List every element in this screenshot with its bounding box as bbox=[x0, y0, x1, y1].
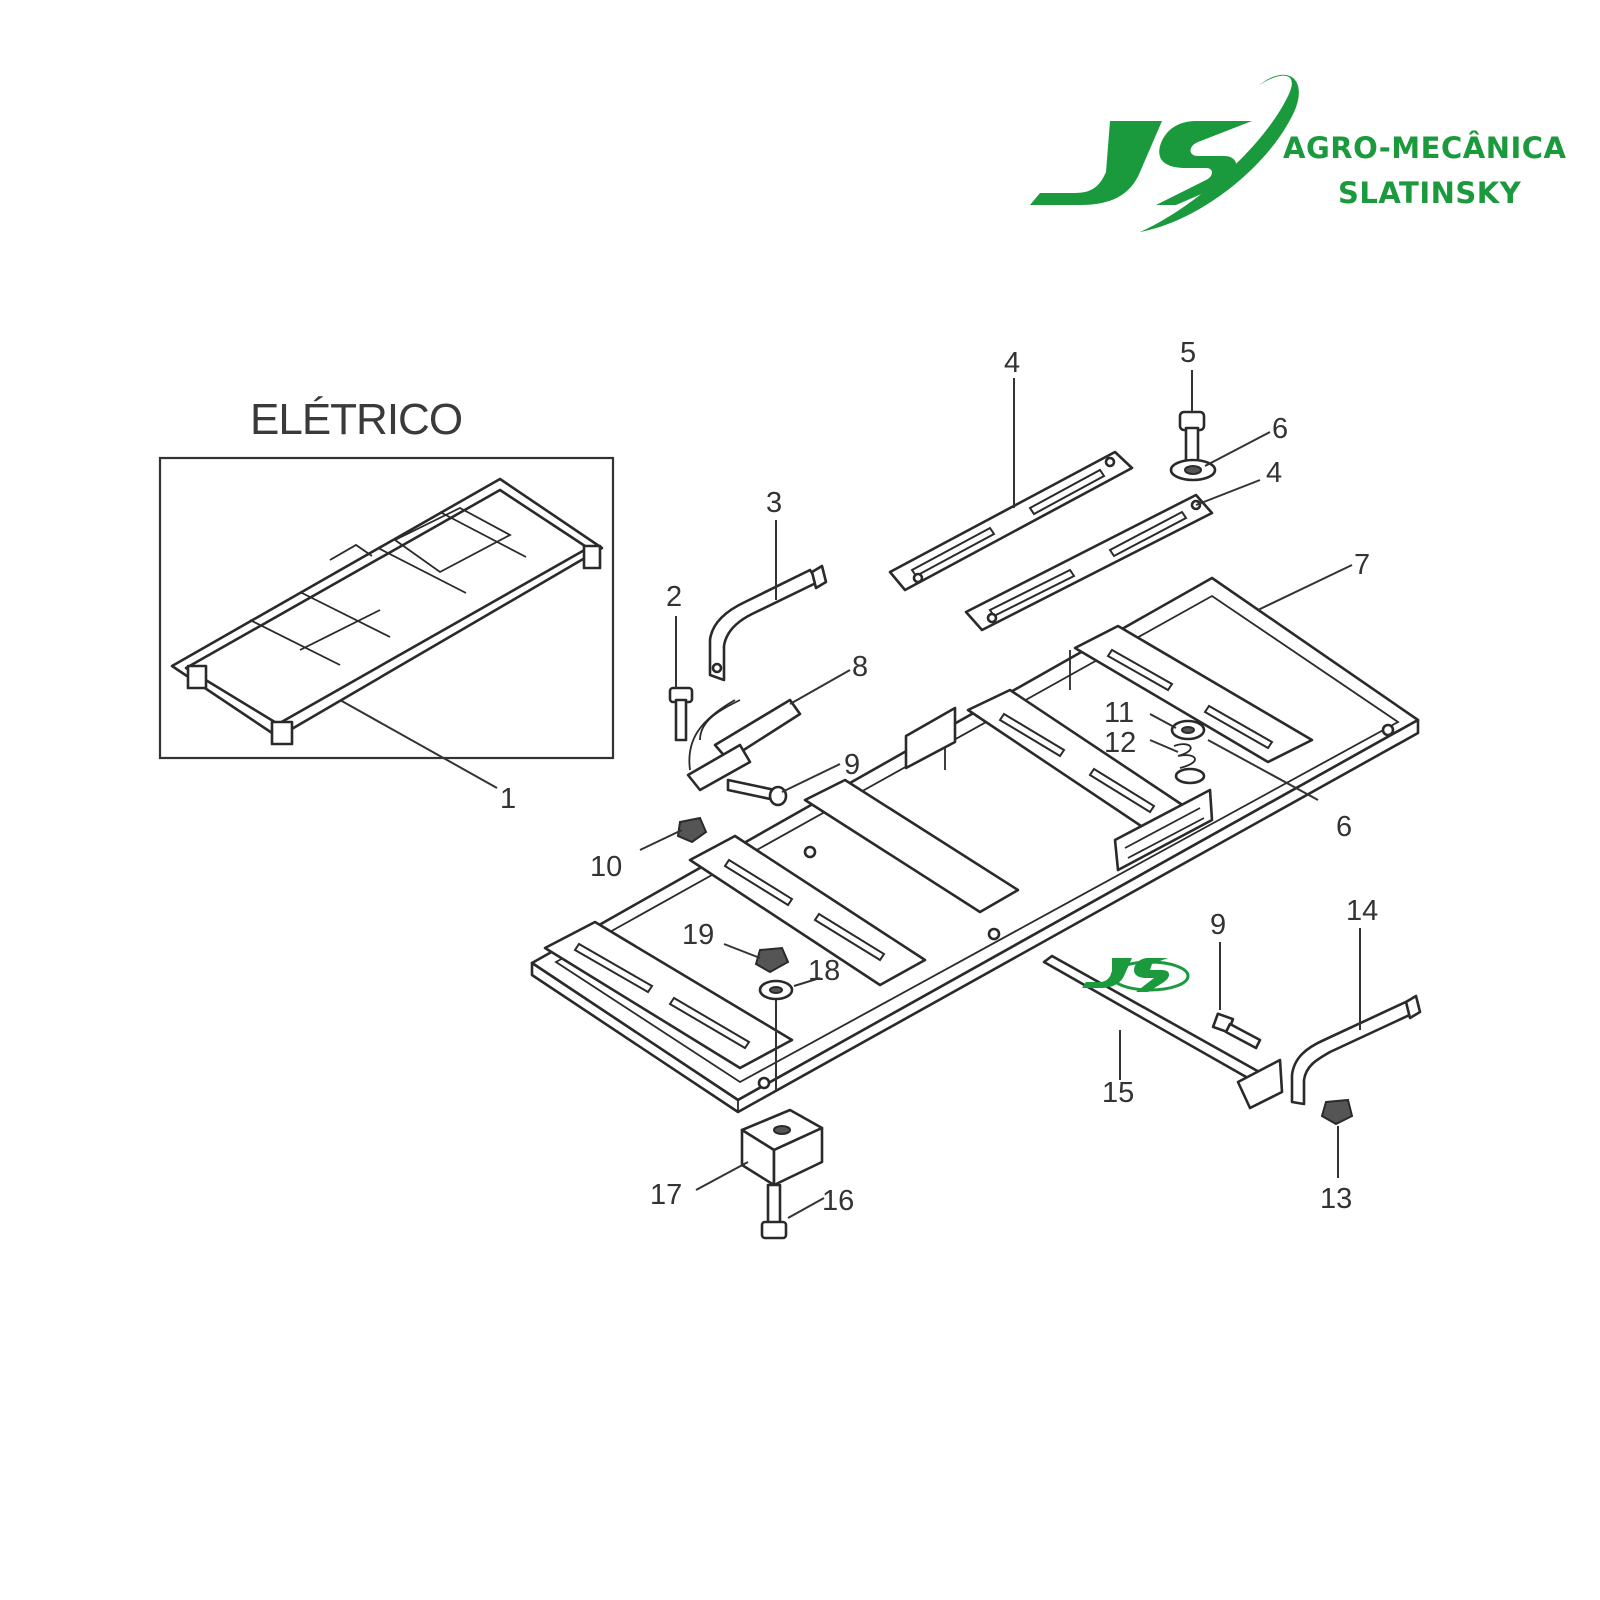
washer-6-top bbox=[1169, 458, 1217, 482]
rubber-isolator-17 bbox=[740, 1108, 824, 1187]
callout-11: 11 bbox=[1104, 697, 1134, 729]
rod-15 bbox=[1042, 954, 1284, 1110]
handle-14 bbox=[1290, 994, 1422, 1106]
callout-9-left: 9 bbox=[844, 749, 860, 781]
callout-18: 18 bbox=[808, 955, 840, 987]
js-watermark-icon bbox=[1082, 958, 1190, 992]
plate-4-lower bbox=[964, 493, 1214, 632]
callout-1: 1 bbox=[500, 783, 516, 815]
bolt-2 bbox=[668, 686, 694, 742]
brand-name-line-2: SLATINSKY bbox=[1338, 176, 1522, 210]
pin-9-left bbox=[726, 778, 788, 807]
spring-12 bbox=[1173, 743, 1206, 785]
inset-electric bbox=[158, 456, 615, 789]
callout-16: 16 bbox=[822, 1185, 854, 1217]
callout-6-upper: 6 bbox=[1272, 413, 1288, 445]
callout-12: 12 bbox=[1104, 727, 1136, 759]
handle-3 bbox=[708, 564, 828, 682]
callout-4-upper: 4 bbox=[1004, 347, 1020, 379]
brand-name-line-1: AGRO-MECÂNICA bbox=[1283, 131, 1567, 165]
inset-frame-drawing bbox=[170, 477, 604, 746]
plate-4-upper bbox=[888, 450, 1134, 592]
callout-15: 15 bbox=[1102, 1077, 1134, 1109]
callout-6-lower: 6 bbox=[1336, 811, 1352, 843]
crossbar-slots bbox=[573, 648, 1274, 1050]
terminal-block bbox=[1113, 788, 1214, 872]
callout-5: 5 bbox=[1180, 337, 1196, 369]
callout-7: 7 bbox=[1354, 549, 1370, 581]
callout-13: 13 bbox=[1320, 1183, 1352, 1215]
bracket-8 bbox=[686, 698, 802, 792]
callout-3: 3 bbox=[766, 487, 782, 519]
leader-line-1 bbox=[339, 699, 498, 789]
inset-title: ELÉTRICO bbox=[250, 395, 463, 444]
pin-9-right bbox=[1211, 1012, 1262, 1050]
callout-2: 2 bbox=[666, 581, 682, 613]
callout-4-lower: 4 bbox=[1266, 457, 1282, 489]
callout-14: 14 bbox=[1346, 895, 1378, 927]
callout-labels: 1 2 3 4 4 5 6 6 7 8 9 9 10 11 12 13 14 1… bbox=[500, 337, 1378, 1217]
washer-18 bbox=[758, 979, 794, 1001]
nut-13 bbox=[1320, 1098, 1354, 1126]
main-frame-7 bbox=[530, 576, 1420, 1114]
js-logo-icon bbox=[1030, 74, 1299, 232]
bolt-16 bbox=[760, 1183, 788, 1240]
callout-17: 17 bbox=[650, 1179, 682, 1211]
callout-8: 8 bbox=[852, 651, 868, 683]
leader-lines bbox=[639, 370, 1361, 1219]
callout-10: 10 bbox=[590, 851, 622, 883]
nut-10 bbox=[676, 816, 708, 844]
nut-19 bbox=[754, 946, 790, 974]
callout-9-right: 9 bbox=[1210, 909, 1226, 941]
nut-11 bbox=[1170, 719, 1206, 741]
callout-19: 19 bbox=[682, 919, 714, 951]
